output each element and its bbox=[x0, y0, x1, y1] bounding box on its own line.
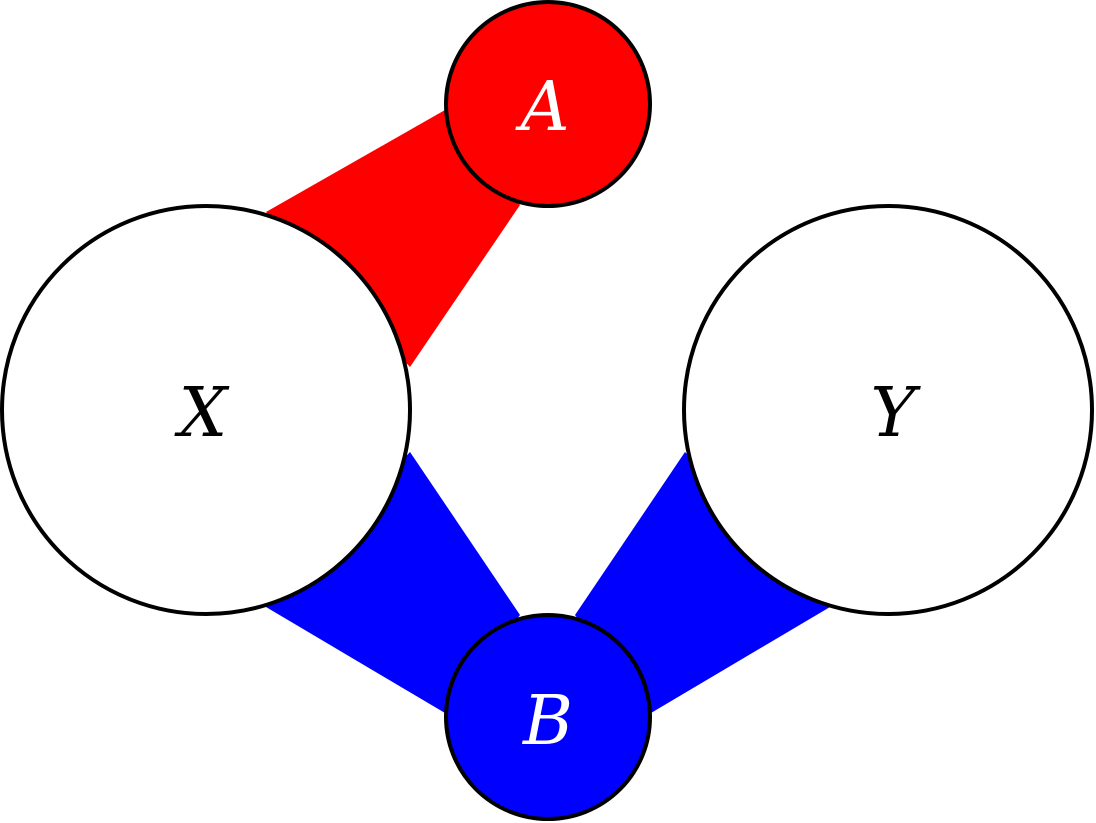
node-a-label: A bbox=[514, 68, 569, 147]
node-y: Y bbox=[682, 204, 1094, 616]
node-x: X bbox=[0, 204, 412, 616]
node-y-label: Y bbox=[871, 374, 922, 453]
edge-x-a bbox=[266, 110, 520, 367]
edge-y-b bbox=[575, 452, 830, 713]
node-b-label: B bbox=[521, 682, 573, 761]
node-x-label: X bbox=[174, 374, 230, 453]
node-a: A bbox=[444, 0, 652, 208]
edge-x-b bbox=[266, 452, 520, 713]
node-b: B bbox=[444, 613, 652, 821]
